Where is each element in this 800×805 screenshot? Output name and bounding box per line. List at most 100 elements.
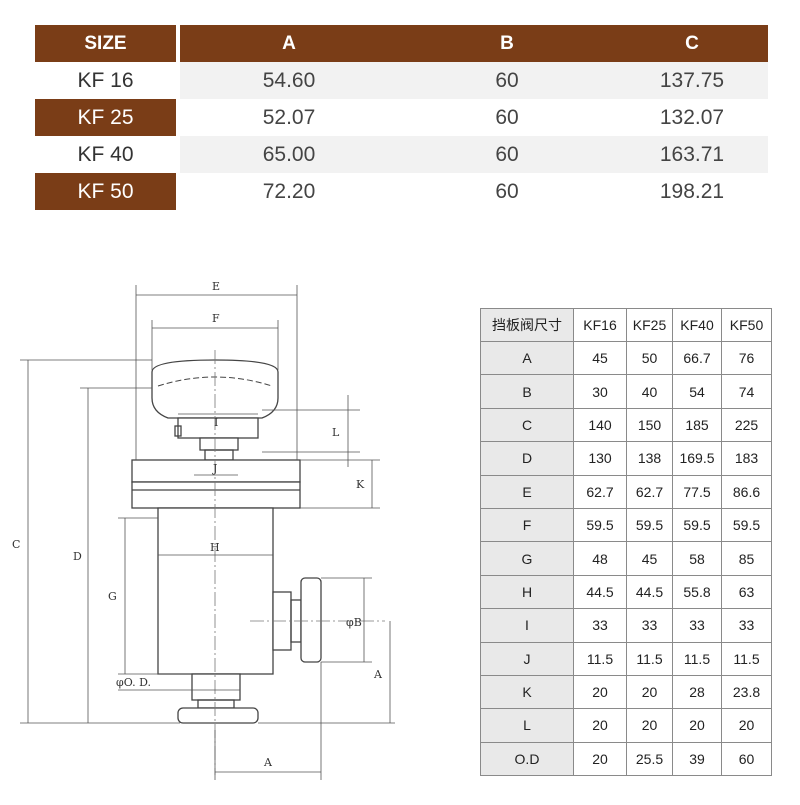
table-cell: 33 xyxy=(626,608,673,643)
table-cell: 44.5 xyxy=(573,574,627,610)
dimension-table: 挡板阀尺寸 KF16 KF25 KF40 KF50 A 45 50 66.7 7… xyxy=(480,308,772,777)
table-row: B 30 40 54 74 xyxy=(480,374,772,409)
table-cell: 11.5 xyxy=(626,641,673,676)
table-cell: 55.8 xyxy=(672,574,722,610)
header-cell: KF16 xyxy=(573,308,627,342)
value-c: 198.21 xyxy=(659,179,725,203)
row-label: C xyxy=(480,407,574,443)
row-label: L xyxy=(480,708,574,743)
table-cell: 63 xyxy=(721,574,772,610)
size-row: KF 50 72.20 60 198.21 xyxy=(35,173,768,210)
table-cell: 20 xyxy=(573,741,627,777)
table-cell: 20 xyxy=(626,674,673,710)
label-e: E xyxy=(212,280,220,293)
table-cell: 85 xyxy=(721,541,772,576)
table-cell: 30 xyxy=(573,374,627,409)
table-cell: 74 xyxy=(721,374,772,409)
value-b: 60 xyxy=(495,105,519,129)
header-cell: KF40 xyxy=(672,308,722,342)
row-label: D xyxy=(480,441,574,476)
label-od: φO. D. xyxy=(116,676,151,689)
table-cell: 76 xyxy=(721,340,772,376)
table-cell: 225 xyxy=(721,407,772,443)
valve-drawing-svg: E F I L J K C D G H φB A φO. D. A xyxy=(12,280,395,780)
valve-drawing: E F I L J K C D G H φB A φO. D. A xyxy=(0,260,470,800)
size-cell: KF 50 xyxy=(35,173,176,210)
label-g: G xyxy=(108,590,117,603)
row-label: H xyxy=(480,574,574,610)
row-label: A xyxy=(480,340,574,376)
label-d: D xyxy=(73,550,82,563)
value-b: 60 xyxy=(398,62,616,99)
row-label: J xyxy=(480,641,574,676)
table-row: D 130 138 169.5 183 xyxy=(480,441,772,476)
table-cell: 11.5 xyxy=(672,641,722,676)
table-cell: 33 xyxy=(672,608,722,643)
table-cell: 86.6 xyxy=(721,474,772,509)
row-label: F xyxy=(480,507,574,543)
row-label: O.D xyxy=(480,741,574,777)
label-a-bottom: A xyxy=(263,756,273,769)
label-c: C xyxy=(12,538,20,551)
label-a-right: A xyxy=(373,668,383,681)
table-row: E 62.7 62.7 77.5 86.6 xyxy=(480,474,772,509)
size-row: KF 25 52.07 60 132.07 xyxy=(35,99,768,136)
table-cell: 59.5 xyxy=(672,507,722,543)
label-l: L xyxy=(332,426,340,439)
size-cell: KF 25 xyxy=(35,99,176,136)
label-k: K xyxy=(356,478,365,491)
size-row: KF 16 54.60 60 137.75 xyxy=(35,62,768,99)
table-cell: 39 xyxy=(672,741,722,777)
size-cell: KF 40 xyxy=(77,142,134,166)
table-row: A 45 50 66.7 76 xyxy=(480,340,772,376)
label-i: I xyxy=(214,416,218,429)
table-cell: 62.7 xyxy=(573,474,627,509)
value-b: 60 xyxy=(495,179,519,203)
table-cell: 20 xyxy=(573,708,627,743)
table-cell: 59.5 xyxy=(721,507,772,543)
value-c: 137.75 xyxy=(616,62,768,99)
label-j: J xyxy=(212,462,217,475)
table-cell: 11.5 xyxy=(573,641,627,676)
label-phi-b: φB xyxy=(346,616,362,629)
table-cell: 45 xyxy=(573,340,627,376)
table-cell: 58 xyxy=(672,541,722,576)
table-cell: 23.8 xyxy=(721,674,772,710)
table-row: C 140 150 185 225 xyxy=(480,407,772,443)
value-a: 65.00 xyxy=(180,136,398,173)
header-cell: KF25 xyxy=(626,308,673,342)
size-table-header: SIZE A B C xyxy=(35,25,768,62)
table-cell: 59.5 xyxy=(626,507,673,543)
table-cell: 48 xyxy=(573,541,627,576)
header-cell: KF50 xyxy=(721,308,772,342)
table-cell: 50 xyxy=(626,340,673,376)
table-cell: 183 xyxy=(721,441,772,476)
table-row: O.D 20 25.5 39 60 xyxy=(480,741,772,777)
size-table: SIZE A B C KF 16 54.60 60 137.75 KF 25 5… xyxy=(35,25,768,210)
value-a: 52.07 xyxy=(262,105,316,129)
row-label: B xyxy=(480,374,574,409)
value-c: 132.07 xyxy=(659,105,725,129)
table-row: F 59.5 59.5 59.5 59.5 xyxy=(480,507,772,543)
table-cell: 20 xyxy=(573,674,627,710)
table-cell: 33 xyxy=(721,608,772,643)
table-cell: 28 xyxy=(672,674,722,710)
table-cell: 20 xyxy=(672,708,722,743)
value-c: 163.71 xyxy=(616,136,768,173)
value-a: 54.60 xyxy=(180,62,398,99)
table-cell: 138 xyxy=(626,441,673,476)
header-a: A xyxy=(282,32,296,54)
table-row: I 33 33 33 33 xyxy=(480,608,772,643)
label-f: F xyxy=(212,312,220,325)
table-cell: 140 xyxy=(573,407,627,443)
table-cell: 40 xyxy=(626,374,673,409)
table-cell: 185 xyxy=(672,407,722,443)
table-cell: 62.7 xyxy=(626,474,673,509)
table-cell: 169.5 xyxy=(672,441,722,476)
row-label: G xyxy=(480,541,574,576)
table-cell: 20 xyxy=(721,708,772,743)
table-cell: 25.5 xyxy=(626,741,673,777)
table-row: L 20 20 20 20 xyxy=(480,708,772,743)
table-cell: 20 xyxy=(626,708,673,743)
header-bar xyxy=(180,25,768,62)
